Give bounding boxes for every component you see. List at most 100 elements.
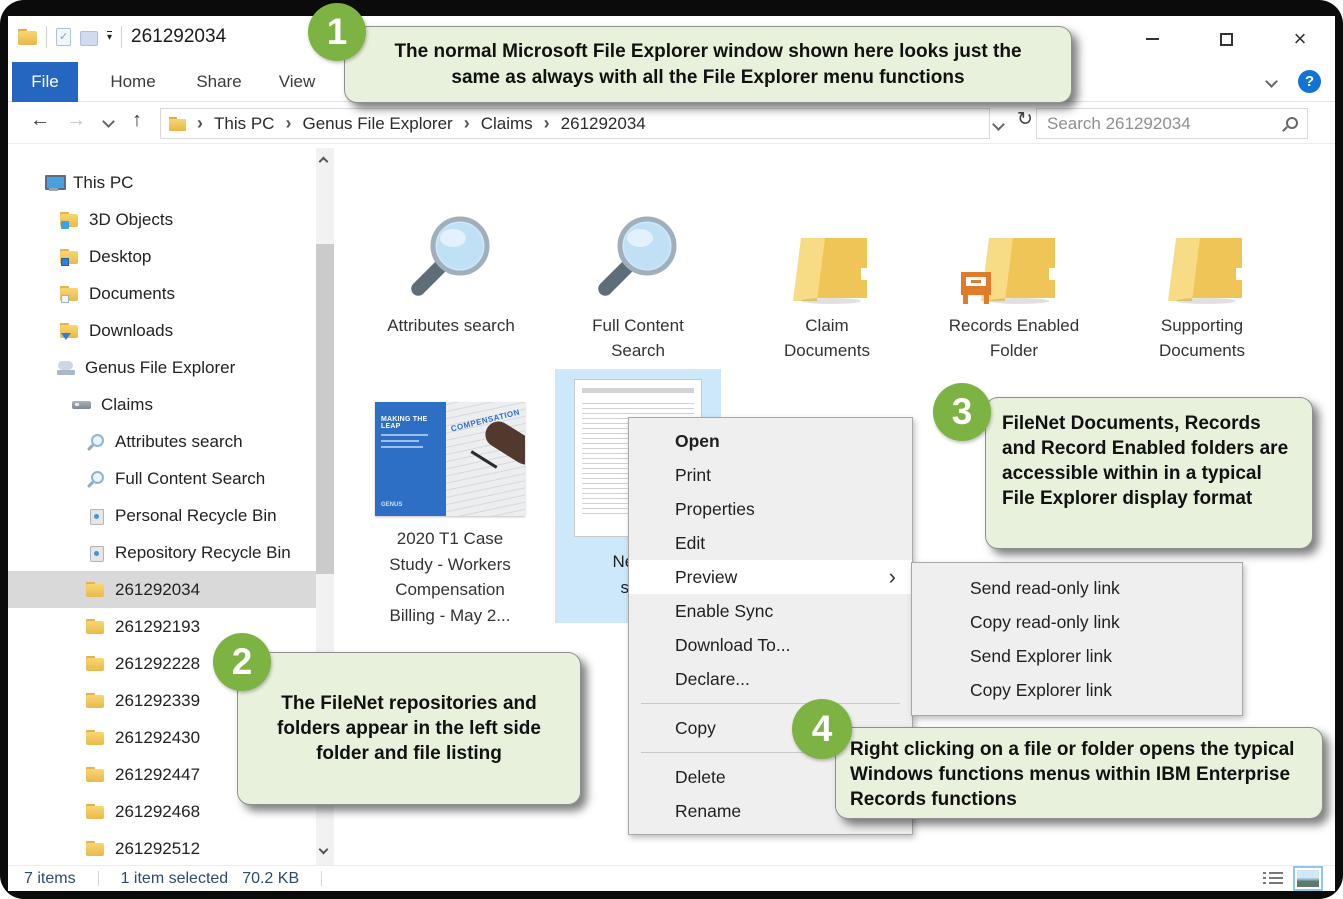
callout-1-number: 1 — [308, 3, 366, 61]
tile-claim-documents[interactable]: Claim Documents — [737, 166, 917, 363]
menu-item-print[interactable]: Print — [675, 465, 711, 485]
sidebar-item-genus-file-explorer[interactable]: Genus File Explorer — [8, 349, 316, 386]
sidebar-item-261292193[interactable]: 261292193 — [8, 608, 316, 645]
folder-icon — [18, 29, 37, 45]
file-explorer-window: ▾ 261292034 × File Home Share View ? ← — [8, 16, 1335, 891]
sidebar-item-261292228[interactable]: 261292228 — [8, 645, 316, 682]
scrollbar-thumb[interactable] — [316, 244, 334, 574]
large-icons-view-icon[interactable] — [1293, 866, 1323, 891]
tile-attributes-search[interactable]: Attributes search — [361, 166, 541, 339]
drive-icon — [72, 396, 92, 414]
divider — [46, 26, 47, 48]
sidebar-item-261292339[interactable]: 261292339 — [8, 682, 316, 719]
address-bar[interactable]: This PC Genus File Explorer Claims 26129… — [160, 108, 990, 139]
magnifier-icon — [86, 470, 106, 488]
callout-4-number: 4 — [792, 699, 852, 759]
maximize-button[interactable] — [1211, 26, 1241, 52]
menu-item-enable-sync[interactable]: Enable Sync — [675, 601, 774, 621]
breadcrumb-genus[interactable]: Genus File Explorer — [274, 113, 452, 134]
folder-icon — [86, 803, 106, 821]
sidebar-item-261292468[interactable]: 261292468 — [8, 793, 316, 830]
tile-label: Claim Documents — [784, 316, 870, 360]
folder-icon — [86, 692, 106, 710]
menu-item-rename[interactable]: Rename — [675, 801, 742, 821]
tab-share[interactable]: Share — [196, 72, 242, 91]
sidebar-item-repository-recycle-bin[interactable]: Repository Recycle Bin — [8, 534, 316, 571]
scroll-up-icon[interactable] — [318, 156, 329, 167]
pen-photo — [470, 450, 498, 469]
sidebar-item-attributes-search[interactable]: Attributes search — [8, 423, 316, 460]
sidebar-item-this-pc[interactable]: This PC — [8, 164, 316, 201]
callout-4-note: Right clicking on a file or folder opens… — [835, 727, 1323, 819]
menu-item-declare[interactable]: Declare... — [675, 669, 750, 689]
tile-label: Full Content Search — [592, 316, 684, 360]
sidebar-item-claims[interactable]: Claims — [8, 386, 316, 423]
window-controls: × — [1137, 26, 1315, 52]
magnifier-large-icon — [598, 216, 677, 296]
close-button[interactable]: × — [1293, 26, 1307, 51]
menu-separator — [641, 703, 900, 704]
sidebar-item-desktop[interactable]: Desktop — [8, 238, 316, 275]
sidebar-item-full-content-search[interactable]: Full Content Search — [8, 460, 316, 497]
divider — [321, 871, 323, 886]
recent-locations-icon[interactable] — [102, 115, 115, 128]
menu-item-properties[interactable]: Properties — [675, 499, 755, 519]
cover-brand: GENUS — [381, 502, 403, 508]
submenu-item-send-read-only-link[interactable]: Send read-only link — [970, 578, 1120, 598]
properties-icon[interactable] — [56, 28, 71, 46]
selection-count: 1 item selected — [120, 869, 229, 887]
expand-ribbon-icon[interactable] — [1265, 75, 1278, 88]
scroll-down-icon[interactable] — [318, 844, 329, 855]
breadcrumb-current[interactable]: 261292034 — [533, 113, 646, 134]
new-folder-icon[interactable] — [80, 30, 98, 46]
tile-full-content-search[interactable]: Full Content Search — [548, 166, 728, 363]
address-dropdown-icon[interactable] — [992, 118, 1005, 131]
search-input[interactable] — [1047, 113, 1283, 134]
sidebar-item-261292034[interactable]: 261292034 — [8, 571, 316, 608]
sidebar-item-downloads[interactable]: Downloads — [8, 312, 316, 349]
help-icon[interactable]: ? — [1298, 70, 1321, 93]
callout-1-note: The normal Microsoft File Explorer windo… — [344, 26, 1072, 103]
tile-label: Records Enabled Folder — [948, 316, 1080, 360]
file-label: 2020 T1 Case Study - Workers Compensatio… — [389, 529, 511, 625]
sidebar-item-261292447[interactable]: 261292447 — [8, 756, 316, 793]
menu-item-copy[interactable]: Copy — [675, 718, 716, 738]
tile-records-enabled-folder[interactable]: Records Enabled Folder — [924, 166, 1104, 363]
up-arrow-icon[interactable]: ↑ — [132, 109, 142, 131]
menu-item-edit[interactable]: Edit — [675, 533, 706, 553]
tile-supporting-documents[interactable]: Supporting Documents — [1112, 166, 1292, 363]
tab-home[interactable]: Home — [110, 72, 156, 91]
forward-arrow-icon[interactable]: → — [66, 109, 86, 131]
menu-item-download-to[interactable]: Download To... — [675, 635, 791, 655]
callout-3-note: FileNet Documents, Records and Record En… — [985, 397, 1313, 549]
submenu-item-copy-read-only-link[interactable]: Copy read-only link — [970, 612, 1120, 632]
file-2020-t1-case-study[interactable]: MAKING THE LEAP GENUS COMPENSATION 2020 … — [366, 402, 534, 628]
details-view-icon[interactable] — [1263, 871, 1283, 887]
tab-view[interactable]: View — [278, 72, 316, 91]
tile-label: Supporting Documents — [1159, 316, 1245, 360]
customize-toolbar-icon[interactable]: ▾ — [107, 31, 113, 43]
window-title: 261292034 — [131, 26, 227, 47]
back-arrow-icon[interactable]: ← — [30, 109, 50, 131]
refresh-icon[interactable]: ↻ — [1017, 109, 1033, 130]
breadcrumb-claims[interactable]: Claims — [453, 113, 533, 134]
submenu-item-copy-explorer-link[interactable]: Copy Explorer link — [970, 680, 1112, 700]
menu-item-delete[interactable]: Delete — [675, 767, 726, 787]
quick-access-toolbar: ▾ 261292034 — [18, 26, 226, 48]
menu-item-open[interactable]: Open — [675, 431, 720, 451]
search-box[interactable] — [1036, 108, 1308, 139]
tab-file[interactable]: File — [12, 62, 78, 102]
callout-3-number: 3 — [933, 383, 991, 441]
sidebar-item-3d-objects[interactable]: 3D Objects — [8, 201, 316, 238]
sidebar-item-261292430[interactable]: 261292430 — [8, 719, 316, 756]
sidebar-item-261292512[interactable]: 261292512 — [8, 830, 316, 867]
search-icon[interactable] — [1283, 116, 1298, 131]
sidebar-item-documents[interactable]: Documents — [8, 275, 316, 312]
address-row: ← → ↑ This PC Genus File Explorer Claims… — [8, 103, 1335, 144]
minimize-button[interactable] — [1137, 26, 1167, 52]
breadcrumb-this-pc[interactable]: This PC — [186, 113, 274, 134]
sidebar-item-personal-recycle-bin[interactable]: Personal Recycle Bin — [8, 497, 316, 534]
records-cabinet-badge — [961, 272, 991, 304]
menu-item-preview[interactable]: Preview› — [629, 560, 912, 594]
submenu-item-send-explorer-link[interactable]: Send Explorer link — [970, 646, 1113, 666]
